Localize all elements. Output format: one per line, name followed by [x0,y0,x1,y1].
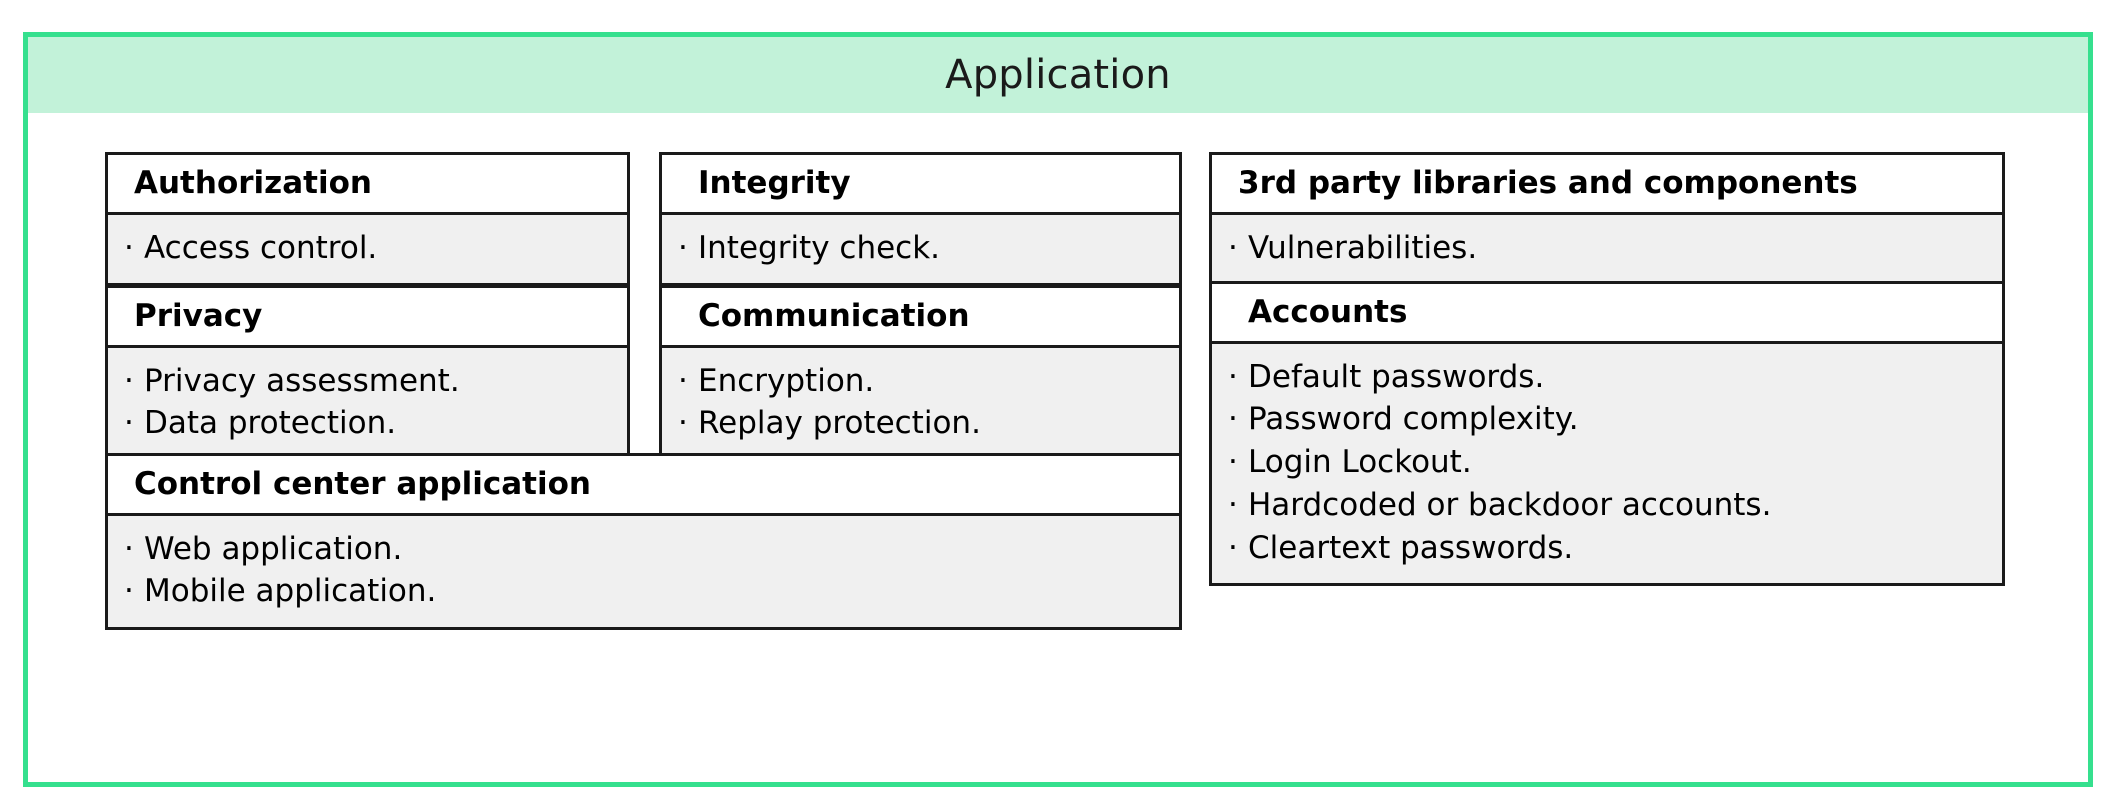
card-authorization-body: · Access control. [108,214,627,284]
list-item: · Replay protection. [678,402,1163,445]
list-item: · Cleartext passwords. [1228,527,1986,570]
list-item-label: Encryption. [698,362,875,399]
list-item: · Password complexity. [1228,398,1986,441]
bullet-icon: · [124,405,134,442]
application-group-title: Application [945,52,1171,98]
card-privacy-body: · Privacy assessment. · Data protection. [108,347,627,460]
list-item: · Vulnerabilities. [1228,227,1986,270]
list-item-label: Data protection. [144,405,397,442]
bullet-icon: · [1228,444,1238,481]
list-item-label: Password complexity. [1248,401,1579,438]
list-item: · Integrity check. [678,227,1163,270]
list-item-label: Hardcoded or backdoor accounts. [1248,486,1772,523]
list-item: · Default passwords. [1228,356,1986,399]
bullet-icon: · [1228,486,1238,523]
list-item-label: Cleartext passwords. [1248,529,1574,566]
list-item-label: Web application. [144,530,403,567]
card-communication-title: Communication [662,288,1179,348]
application-group-body: Authorization · Access control. Integrit… [28,113,2088,782]
card-integrity: Integrity · Integrity check. [659,152,1182,287]
list-item-label: Default passwords. [1248,358,1545,395]
bullet-icon: · [1228,229,1238,266]
card-third-party-libraries: 3rd party libraries and components · Vul… [1209,152,2005,287]
bullet-icon: · [124,573,134,610]
card-privacy-title: Privacy [108,288,627,348]
card-control-center-application-title: Control center application [108,456,1179,516]
bullet-icon: · [124,530,134,567]
list-item: · Hardcoded or backdoor accounts. [1228,484,1986,527]
list-item-label: Mobile application. [144,573,437,610]
bullet-icon: · [678,405,688,442]
bullet-icon: · [1228,529,1238,566]
card-communication-body: · Encryption. · Replay protection. [662,347,1179,460]
card-communication: Communication · Encryption. · Replay pro… [659,285,1182,463]
bullet-icon: · [124,229,134,266]
card-third-party-libraries-body: · Vulnerabilities. [1212,214,2002,284]
card-control-center-application: Control center application · Web applica… [105,453,1182,631]
card-accounts-title: Accounts [1212,284,2002,344]
card-control-center-application-body: · Web application. · Mobile application. [108,515,1179,628]
bullet-icon: · [1228,401,1238,438]
card-authorization-title: Authorization [108,155,627,215]
bullet-icon: · [1228,358,1238,395]
card-accounts-body: · Default passwords. · Password complexi… [1212,343,2002,584]
list-item: · Data protection. [124,402,611,445]
list-item-label: Privacy assessment. [144,362,460,399]
list-item: · Access control. [124,227,611,270]
list-item: · Encryption. [678,360,1163,403]
card-integrity-title: Integrity [662,155,1179,215]
list-item-label: Integrity check. [698,229,941,266]
list-item: · Login Lockout. [1228,441,1986,484]
list-item-label: Login Lockout. [1248,444,1472,481]
card-accounts: Accounts · Default passwords. · Password… [1209,281,2005,587]
card-authorization: Authorization · Access control. [105,152,630,287]
list-item-label: Access control. [144,229,378,266]
bullet-icon: · [678,362,688,399]
application-group-header: Application [28,37,2088,113]
card-privacy: Privacy · Privacy assessment. · Data pro… [105,285,630,463]
bullet-icon: · [124,362,134,399]
list-item-label: Vulnerabilities. [1248,229,1478,266]
list-item: · Mobile application. [124,570,1163,613]
list-item-label: Replay protection. [698,405,981,442]
card-third-party-libraries-title: 3rd party libraries and components [1212,155,2002,215]
application-group-frame: Application Authorization · Access contr… [23,32,2093,787]
bullet-icon: · [678,229,688,266]
list-item: · Web application. [124,528,1163,571]
card-integrity-body: · Integrity check. [662,214,1179,284]
list-item: · Privacy assessment. [124,360,611,403]
